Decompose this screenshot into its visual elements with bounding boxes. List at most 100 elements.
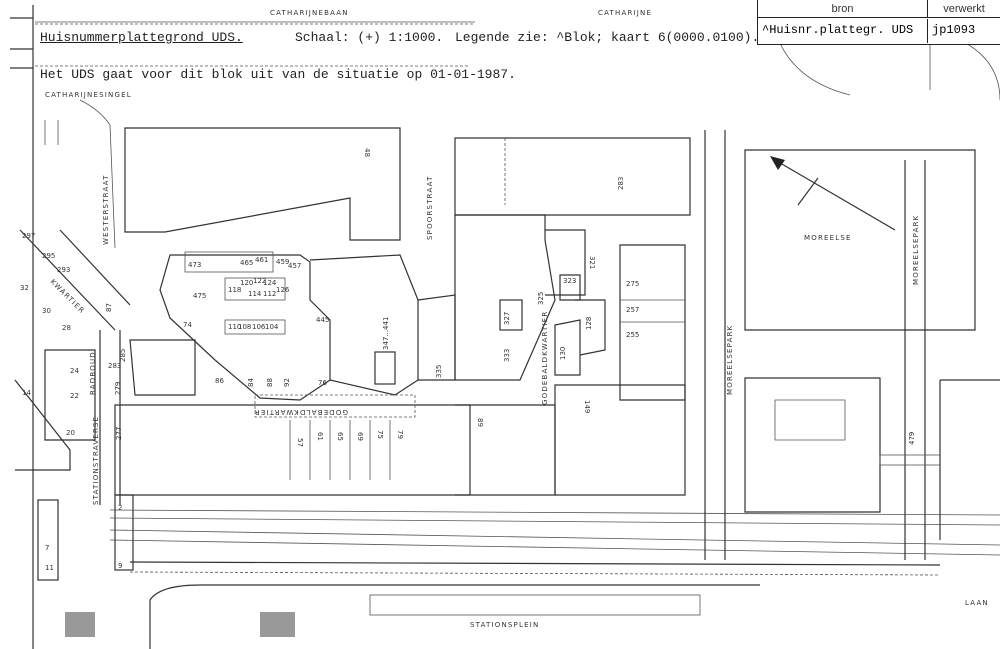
building-block-275 xyxy=(619,244,686,401)
hatched-building xyxy=(65,612,95,637)
street-label-kwartier: KWARTIER xyxy=(49,278,87,316)
building-block-24 xyxy=(44,349,96,441)
house-number: 257 xyxy=(626,306,639,314)
large-building xyxy=(744,377,881,513)
house-number: 89 xyxy=(476,418,484,427)
house-number: 86 xyxy=(215,377,224,385)
house-number: 275 xyxy=(626,280,639,288)
house-number: 118 xyxy=(228,286,241,294)
house-number: 333 xyxy=(503,349,511,362)
house-number: 457 xyxy=(288,262,301,270)
building-block-89 xyxy=(455,404,556,496)
house-number: 88 xyxy=(266,378,274,387)
house-number: 122 xyxy=(253,277,266,285)
house-number: 323 xyxy=(563,277,576,285)
house-number: 293 xyxy=(57,266,70,274)
street-label-stationstraverse: STATIONSTRAVERSE xyxy=(92,416,100,505)
building-block-south xyxy=(114,404,471,496)
street-label-laan: LAAN xyxy=(965,599,989,607)
house-number: 75 xyxy=(376,430,384,439)
courtyard xyxy=(774,399,846,441)
house-number: 283 xyxy=(617,177,625,190)
house-number: 87 xyxy=(105,303,113,312)
house-number: 92 xyxy=(283,378,291,387)
house-number: 69 xyxy=(356,432,364,441)
house-number: 104 xyxy=(265,323,279,331)
house-number: 74 xyxy=(183,321,192,329)
building-block-7 xyxy=(37,499,59,581)
house-number: 2 xyxy=(118,504,122,512)
source-value: ^Huisnr.plattegr. UDS xyxy=(762,19,928,43)
street-label-catharijnebaan: CATHARIJNEBAAN xyxy=(270,9,349,17)
situation-date-note: Het UDS gaat voor dit blok uit van de si… xyxy=(40,67,516,82)
house-number: 20 xyxy=(66,429,75,437)
house-number: 128 xyxy=(585,317,593,330)
street-label-stationsplein: STATIONSPLEIN xyxy=(470,621,539,629)
house-number: 279 xyxy=(114,382,122,395)
large-building-east xyxy=(939,379,1000,540)
railway-tracks xyxy=(109,509,1000,576)
street-edge xyxy=(44,120,59,145)
street-label-moreelsepark: MOREELSEPARK xyxy=(726,325,734,395)
source-table: bron verwerkt ^Huisnr.plattegr. UDS jp10… xyxy=(757,0,1000,45)
north-arrow xyxy=(774,159,896,231)
building-block-445 xyxy=(309,254,419,396)
street-label-catharijnesingel: CATHARIJNESINGEL xyxy=(45,91,132,99)
moreelsepark-area xyxy=(744,149,976,331)
house-number: 57 xyxy=(296,438,304,447)
building-block-283 xyxy=(454,137,691,216)
house-number: 108 xyxy=(238,323,251,331)
house-number: 24 xyxy=(70,367,79,375)
street-label-radboud: RADBOUD xyxy=(89,351,97,395)
stationsplein-edge xyxy=(149,584,760,649)
building-stationstraverse xyxy=(114,494,134,571)
house-number: 48 xyxy=(363,148,371,157)
house-number: 76 xyxy=(318,379,327,387)
house-number: 130 xyxy=(559,347,567,360)
building-block-14 xyxy=(14,379,71,471)
house-number: 126 xyxy=(276,286,290,294)
connecting-bridge xyxy=(879,454,941,466)
house-number: 112 xyxy=(263,290,276,298)
house-number: 321 xyxy=(588,256,596,269)
house-number: 325 xyxy=(537,292,545,305)
building-130 xyxy=(554,319,581,376)
house-number: 124 xyxy=(263,279,277,287)
map-title: Huisnummerplattegrond UDS. xyxy=(40,30,243,45)
house-number: 445 xyxy=(316,316,329,324)
house-number: 32 xyxy=(20,284,29,292)
house-number: 459 xyxy=(276,258,289,266)
house-number: 61 xyxy=(316,432,324,441)
street-edge xyxy=(79,99,116,249)
house-number: 9 xyxy=(118,562,122,570)
building-128 xyxy=(575,299,606,356)
street-label-godebaldkwartier: GODEBALDKWARTIER xyxy=(541,311,549,405)
house-number: 28 xyxy=(62,324,71,332)
house-number: 120 xyxy=(240,279,253,287)
house-number: 475 xyxy=(193,292,206,300)
bus-platform xyxy=(369,594,701,616)
house-number: 114 xyxy=(248,290,262,298)
house-number: 255 xyxy=(626,331,639,339)
moreelsepark-street xyxy=(904,160,926,560)
kwartier-street xyxy=(19,229,131,331)
house-number: 79 xyxy=(396,430,404,439)
street-label-moreelse: MOREELSE xyxy=(804,234,852,242)
house-number: 149 xyxy=(583,400,591,413)
radboud-street xyxy=(99,330,121,505)
house-number: 14 xyxy=(22,389,31,397)
building-block-475 xyxy=(159,254,331,401)
house-number: 295 xyxy=(42,252,55,260)
street-label-spoorstraat: SPOORSTRAAT xyxy=(426,175,434,240)
house-number: 461 xyxy=(255,256,268,264)
building-327 xyxy=(499,299,523,331)
house-number: 65 xyxy=(336,432,344,441)
street-label-godebaldkwartier: GODEBALDKWARTIER xyxy=(254,408,348,416)
processed-value: jp1093 xyxy=(932,23,976,37)
building-block-283 xyxy=(129,339,196,396)
building-block-149 xyxy=(554,384,686,496)
house-number: 110 xyxy=(228,323,241,331)
godebaldkwartier-passage xyxy=(254,394,416,418)
house-number: 335 xyxy=(435,365,443,378)
